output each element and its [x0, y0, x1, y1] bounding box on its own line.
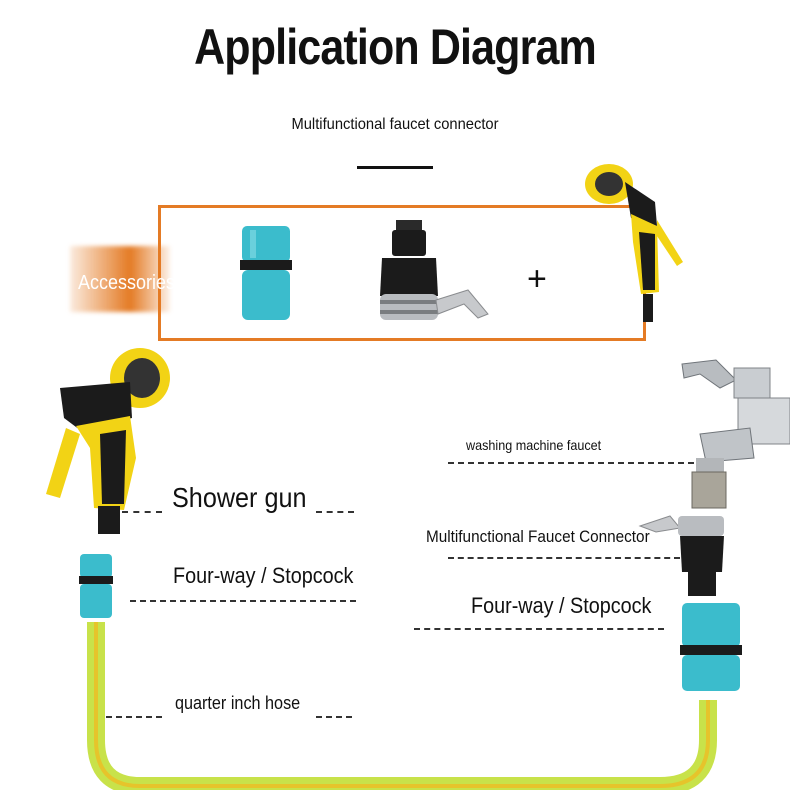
shower-gun-icon [46, 348, 170, 534]
left-connector-icon [79, 554, 113, 618]
right-faucet-connector-icon [638, 515, 724, 596]
quick-connector-icon [240, 226, 292, 320]
shower-gun-label: Shower gun [172, 482, 307, 513]
accessories-label: Accessories [78, 272, 176, 294]
four-way-right-leader [414, 628, 664, 630]
hose-leader-right [316, 716, 352, 718]
spray-gun-small-icon [585, 164, 683, 322]
right-connector-icon [680, 603, 742, 691]
washing-faucet-icon [681, 359, 790, 509]
shower-gun-leader-left [122, 511, 162, 513]
page-title: Application Diagram [194, 19, 597, 75]
shower-gun-leader-right [316, 511, 354, 513]
page-subtitle: Multifunctional faucet connector [291, 116, 499, 133]
hose-leader-left [106, 716, 162, 718]
hose-label: quarter inch hose [175, 693, 301, 713]
plus-sign: + [527, 260, 547, 298]
washing-faucet-leader [448, 462, 694, 464]
faucet-connector-label: Multifunctional Faucet Connector [426, 527, 650, 546]
faucet-connector-leader [448, 557, 680, 559]
washing-faucet-label: washing machine faucet [466, 437, 602, 453]
accessories-tag [70, 246, 170, 312]
subtitle-divider [357, 166, 433, 169]
faucet-connector-icon [380, 220, 489, 320]
four-way-left-leader [130, 600, 356, 602]
four-way-left-label: Four-way / Stopcock [173, 563, 354, 588]
four-way-right-label: Four-way / Stopcock [471, 593, 652, 618]
